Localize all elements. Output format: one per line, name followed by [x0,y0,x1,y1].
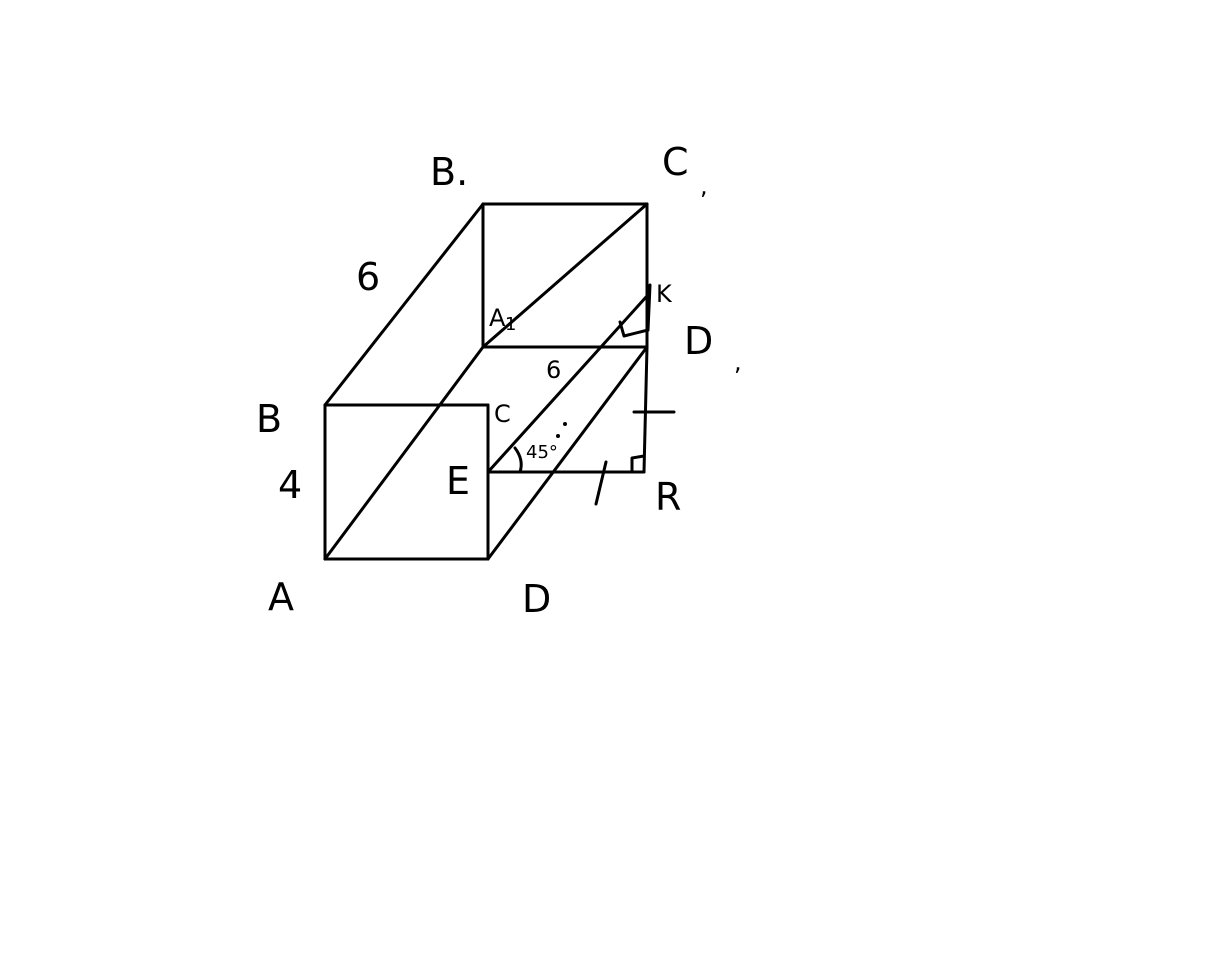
vertex-label-A1: A [489,304,506,332]
vertex-label-A1-sub: 1 [505,314,516,335]
vertex-label-E: E [446,459,470,503]
edge-D-R [486,345,649,561]
point-label-K: K [656,280,673,308]
vertex-label-D: D [522,577,551,621]
angle-arc-45 [513,446,523,474]
angle-label-45: 45° [526,442,558,463]
right-angle-mark-R [630,454,646,474]
edge-D1-R [642,345,649,474]
vertex-label-D1: D [684,319,713,363]
vertex-label-B1: B. [430,150,468,194]
vertex-label-D1-sub: , [734,348,742,376]
vertex-label-B: B [256,397,282,441]
vertex-label-C1: C [662,140,689,184]
dot-mark [563,422,567,426]
segment-K [646,283,652,332]
vertex-label-C1-sub: , [700,172,708,200]
point-label-R: R [655,475,681,519]
tick-mark-E-R [594,460,608,506]
dot-mark [556,434,560,438]
vertex-label-A: A [268,575,294,619]
right-angle-mark-K [618,320,650,338]
edge-B-B1 [323,202,485,407]
diagonal-A-A1 [323,345,485,561]
vertex-label-C: C [494,400,511,428]
diagonal-A1-C1 [481,202,649,349]
edge-length-label-top: 6 [356,255,380,299]
edge-length-label-height: 4 [278,463,302,507]
edge-length-label-depth: 6 [546,356,561,384]
